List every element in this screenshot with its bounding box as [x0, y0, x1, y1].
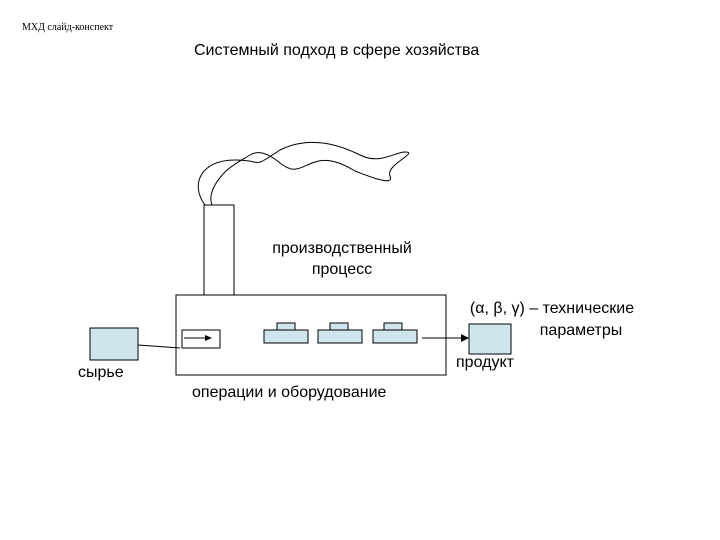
equipment-unit-3 — [372, 329, 418, 344]
product-box — [468, 323, 512, 355]
params-label: (α, β, γ) – технические параметры — [452, 298, 652, 342]
equipment-unit-1 — [263, 329, 309, 344]
equipment-top-3 — [383, 322, 403, 331]
input-arrow — [137, 344, 181, 349]
params-label-line1: (α, β, γ) – технические — [469, 300, 635, 317]
chimney — [203, 204, 235, 296]
raw-material-label: сырье — [78, 364, 124, 381]
header-note: МХД слайд-конспект — [22, 22, 114, 33]
operation-box-1 — [181, 329, 221, 349]
process-label: производственный процесс — [262, 238, 422, 280]
slide-title-text: Системный подход в сфере хозяйства — [194, 42, 480, 59]
inner-arrow-head — [205, 335, 212, 341]
equipment-top-2 — [329, 322, 349, 331]
process-label-line1: производственный — [272, 240, 412, 257]
output-arrow-head — [461, 334, 469, 342]
equipment-unit-2 — [317, 329, 363, 344]
process-label-line2: процесс — [311, 261, 373, 278]
operations-label: операции и оборудование — [192, 384, 387, 401]
product-label: продукт — [456, 354, 514, 371]
params-label-line2: параметры — [539, 322, 623, 339]
equipment-top-1 — [276, 322, 296, 331]
raw-material-box — [89, 327, 139, 361]
smoke-curve — [197, 141, 410, 206]
